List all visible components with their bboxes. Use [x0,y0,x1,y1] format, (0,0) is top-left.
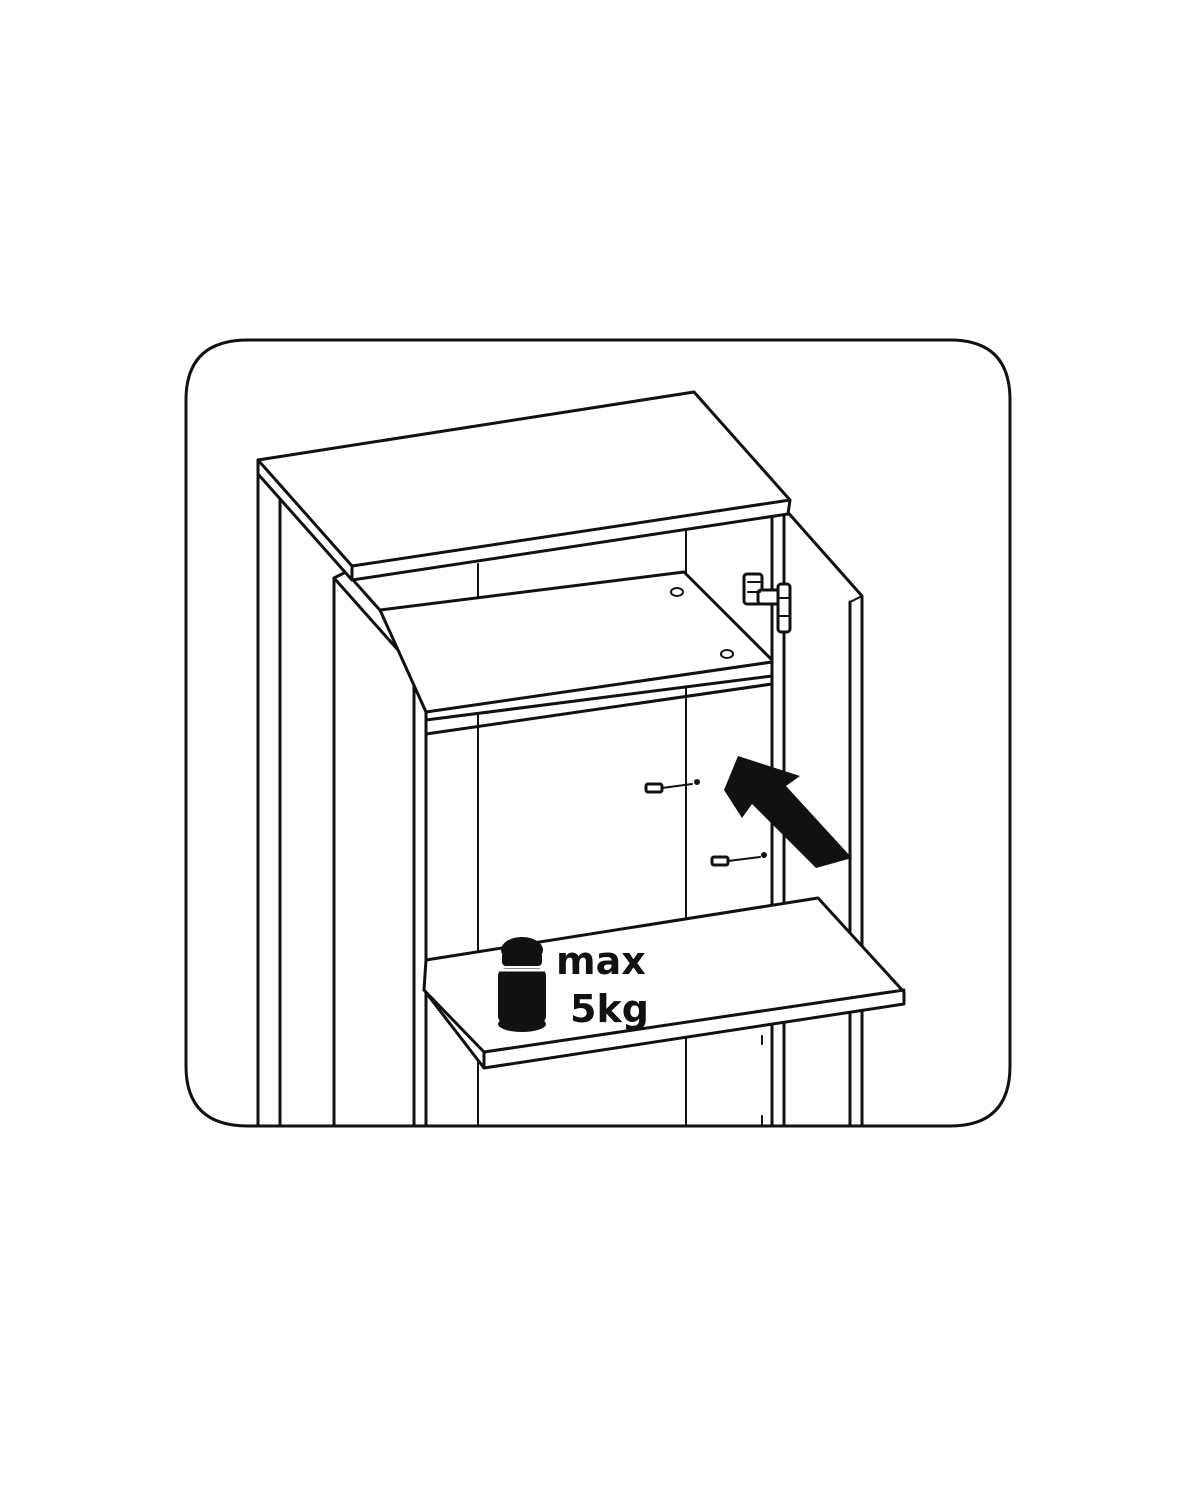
insert-arrow-icon [724,756,852,868]
lower-shelf [422,896,906,1070]
diagram-frame [184,338,1012,1128]
lower-shelf-front [422,988,906,1070]
screw-icon [644,779,767,867]
weight-icon [498,937,546,1032]
shelf-hole-2 [720,649,734,659]
upper-shelf-front [424,658,774,736]
left-outer-panel [256,472,282,1126]
max-label: max [556,939,646,983]
left-panel-front-edge [332,576,416,1126]
top-board [256,390,792,582]
diagram-content: max 5kg [256,390,906,1126]
hinge-icon [742,572,792,634]
top-board-front [256,458,792,582]
weight-limit-value: 5kg [570,987,649,1031]
upper-shelf [378,570,774,722]
right-side-front [849,595,863,603]
shelf-hole-1 [670,587,684,597]
